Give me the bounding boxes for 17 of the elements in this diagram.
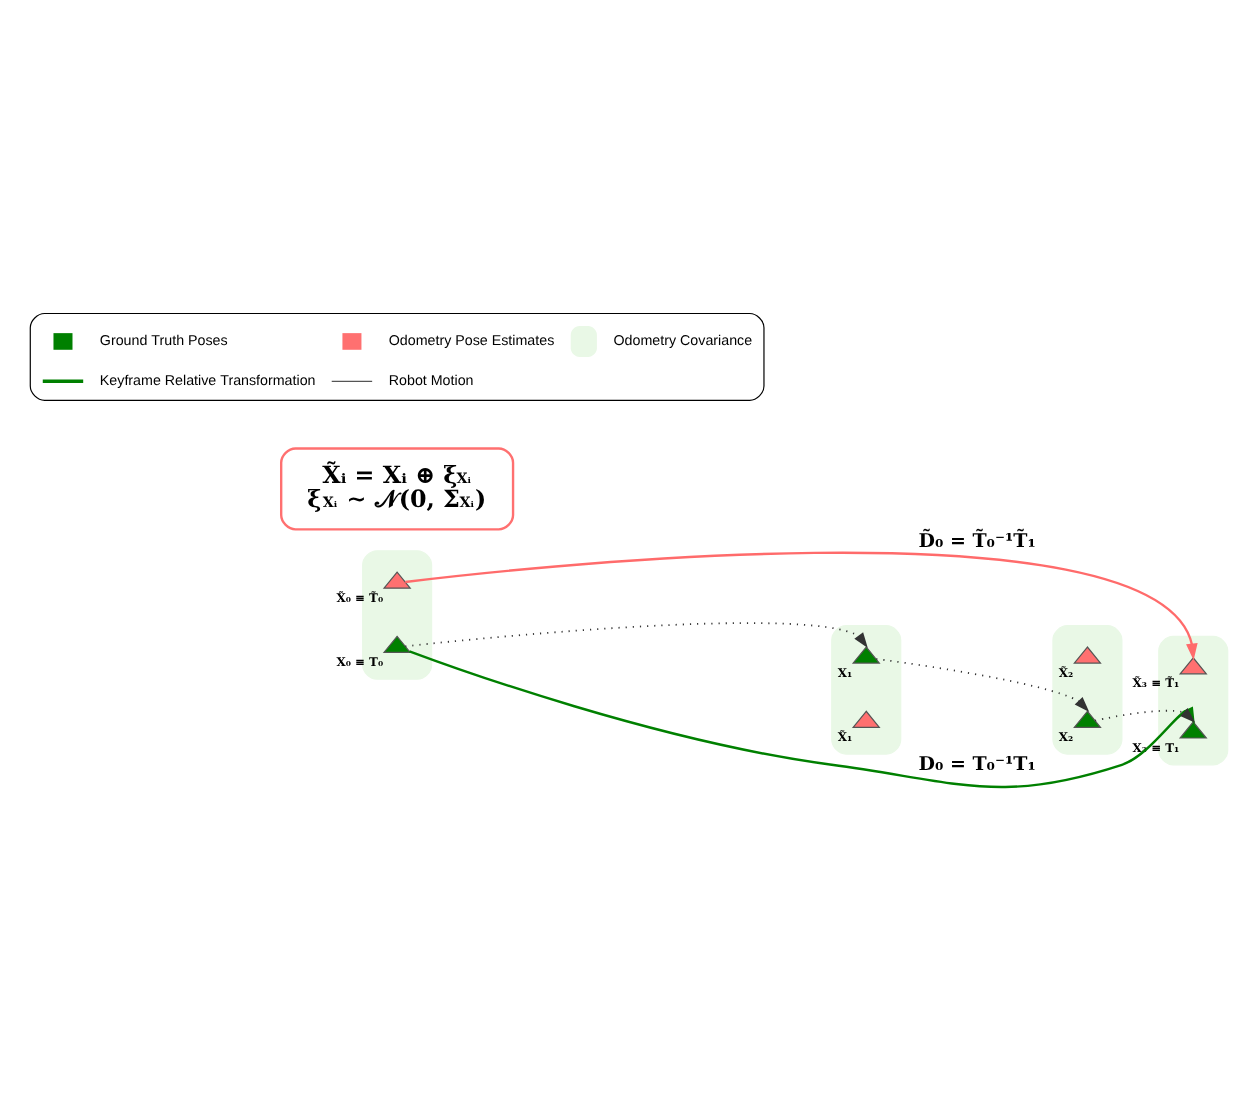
- arrow: [405, 551, 1198, 661]
- node-triangle: [1178, 656, 1208, 675]
- arrow: [404, 622, 868, 649]
- edge-label: D₀ = T₀⁻¹T₁: [918, 754, 1036, 777]
- node-triangle: [1073, 710, 1102, 728]
- cluster: [831, 625, 902, 755]
- node-triangle: [382, 635, 412, 653]
- node-triangle: [1178, 721, 1208, 739]
- cluster: [1052, 625, 1123, 755]
- node-triangle: [1073, 646, 1102, 664]
- node-triangle: [851, 710, 881, 728]
- edge-label: D̃₀ = T̃₀⁻¹T̃₁: [918, 530, 1036, 553]
- node-triangle: [851, 646, 881, 664]
- cluster: [362, 550, 433, 680]
- arrow: [875, 658, 1090, 713]
- cluster: [1158, 635, 1229, 766]
- node-triangle: [382, 571, 412, 589]
